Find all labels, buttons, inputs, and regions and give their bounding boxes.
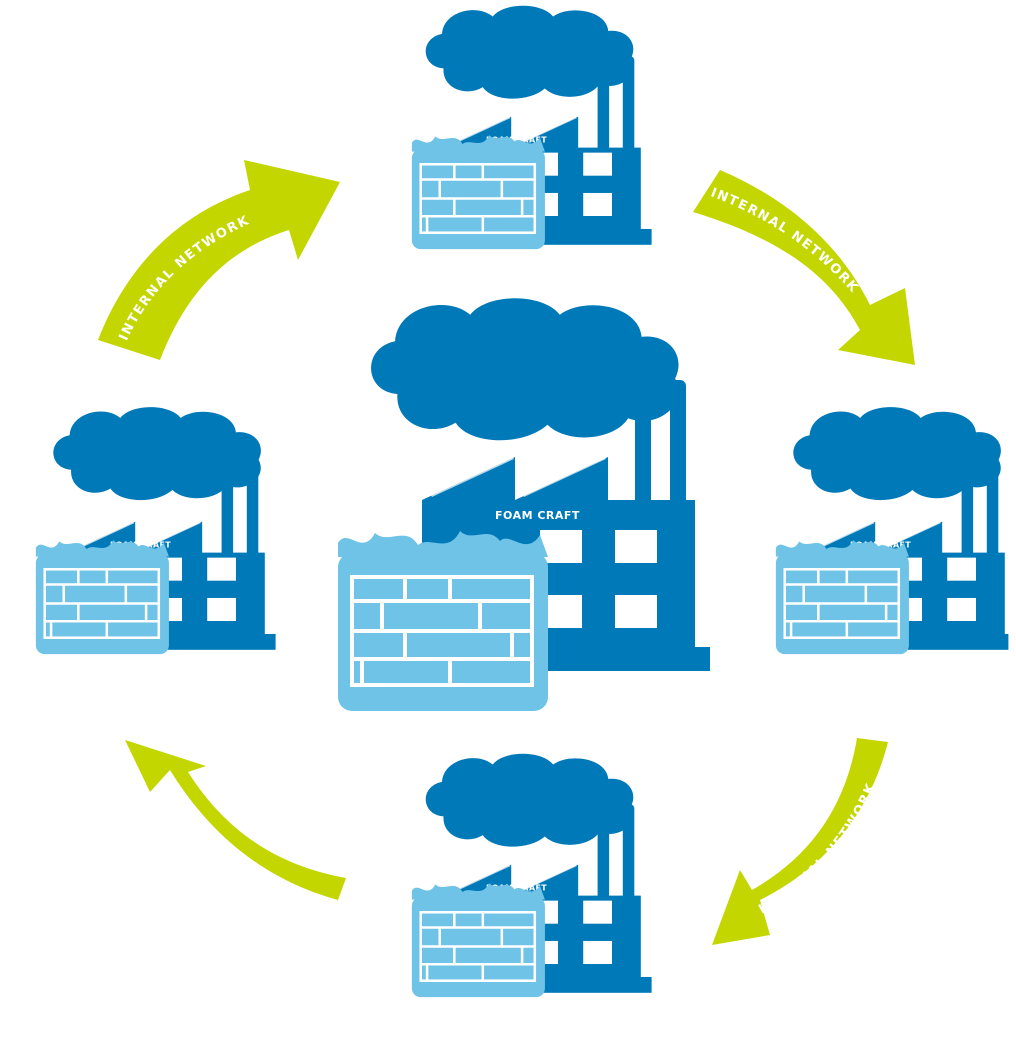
factory-label: FOAM CRAFT xyxy=(850,541,911,550)
arrow-icon xyxy=(98,160,340,360)
arrow-top-left: INTERNAL NETWORK xyxy=(98,160,340,360)
firewall-icon xyxy=(338,531,548,711)
firewall-icon xyxy=(411,135,545,250)
factory-label: FOAM CRAFT xyxy=(486,136,547,145)
cloud-icon xyxy=(371,298,679,441)
arrow-icon xyxy=(125,740,346,900)
factory-label: FOAM CRAFT xyxy=(486,884,547,893)
factory-right: FOAM CRAFT xyxy=(775,407,1009,655)
arrow-icon xyxy=(712,738,888,945)
factory-left: FOAM CRAFT xyxy=(35,407,276,655)
factory-icon: FOAM CRAFT xyxy=(422,380,710,671)
firewall-icon xyxy=(775,540,909,655)
factory-center: FOAM CRAFT xyxy=(338,298,710,711)
firewall-icon xyxy=(35,540,169,655)
arrow-icon xyxy=(693,170,915,365)
factory-label: FOAM CRAFT xyxy=(495,509,580,522)
arrow-top-right: INTERNAL NETWORK xyxy=(693,170,915,365)
firewall-icon xyxy=(411,883,545,998)
arrow-bottom-left: INTERNAL NETWORK xyxy=(125,740,346,925)
factory-label: FOAM CRAFT xyxy=(110,541,171,550)
factory-top: FOAM CRAFT xyxy=(411,5,652,250)
factory-bottom: FOAM CRAFT xyxy=(411,753,652,998)
arrow-bottom-right: INTERNAL NETWORK xyxy=(712,738,888,945)
